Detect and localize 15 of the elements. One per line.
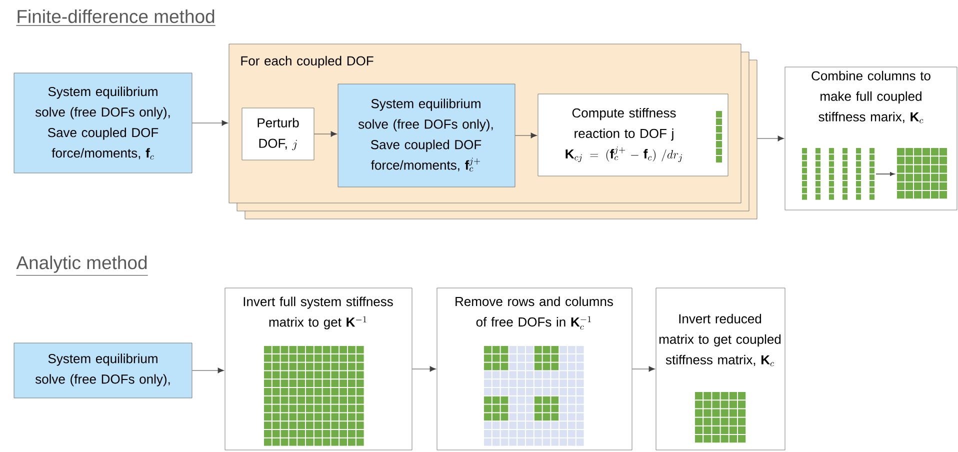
arrow [632, 366, 655, 372]
process-box: Compute stiffness reaction to DOF j $\mathbf{K}_{cj} = (\mathbf{f}_c^{j+} - \mathbf{f}_c)\ /dr_j$ [538, 94, 728, 176]
arrow [514, 132, 538, 138]
arrow [192, 120, 228, 126]
arrow [314, 131, 338, 137]
arrow [756, 136, 784, 142]
process-box: System equilibrium solve (free DOFs only), Save coupled DOF force/moments, $\mathbf{f}_c$ [14, 72, 192, 174]
section-heading: Analytic method [16, 256, 148, 276]
arrow [412, 366, 436, 372]
process-box: System equilibrium solve (free DOFs only), [14, 342, 192, 398]
arrow [192, 368, 224, 374]
process-box: System equilibrium solve (free DOFs only), Save coupled DOF force/moments, $\mathbf{f}_c^{j+}$ [338, 84, 516, 188]
process-box: Perturb DOF, $j$ [242, 108, 314, 160]
process-box: Invert reduced matrix to get coupled stiffness matrix, $\mathbf{K}_c$ [656, 288, 786, 450]
section-heading: Finite-difference method [16, 9, 216, 26]
